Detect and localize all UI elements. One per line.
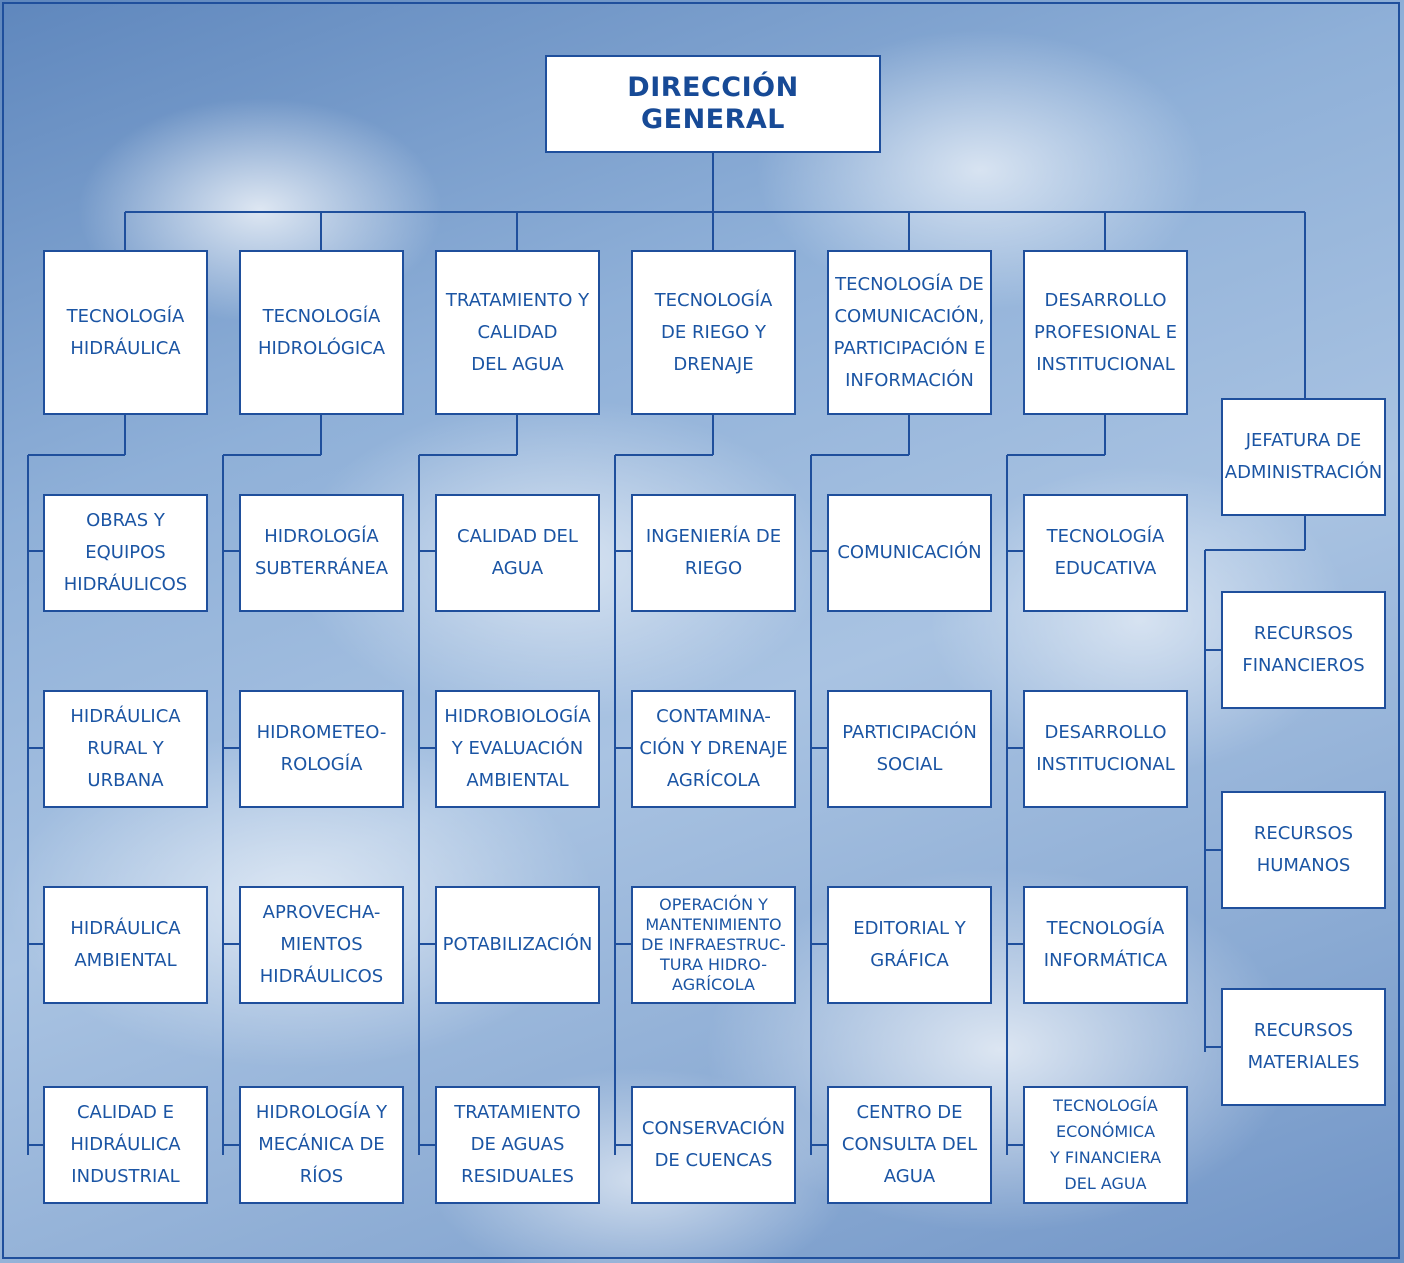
- box-unit-desarrollo-profesional: DESARROLLO PROFESIONAL E INSTITUCIONAL: [1023, 250, 1188, 415]
- box-sub-hidrologia-mecanica-rios: HIDROLOGÍA Y MECÁNICA DE RÍOS: [239, 1086, 404, 1204]
- box-sub-tecnologia-educativa: TECNOLOGÍA EDUCATIVA: [1023, 494, 1188, 612]
- box-sub-hidrometeorologia: HIDROMETEO- ROLOGÍA: [239, 690, 404, 808]
- box-unit-jefatura-administracion: JEFATURA DE ADMINISTRACIÓN: [1221, 398, 1386, 516]
- box-sub-hidrologia-subterranea: HIDROLOGÍA SUBTERRÁNEA: [239, 494, 404, 612]
- box-direccion-general: DIRECCIÓN GENERAL: [545, 55, 881, 153]
- box-unit-tecnologia-hidraulica: TECNOLOGÍA HIDRÁULICA: [43, 250, 208, 415]
- box-unit-tratamiento-calidad-agua: TRATAMIENTO Y CALIDAD DEL AGUA: [435, 250, 600, 415]
- box-sub-participacion-social: PARTICIPACIÓN SOCIAL: [827, 690, 992, 808]
- box-sub-tecnologia-economica: TECNOLOGÍA ECONÓMICA Y FINANCIERA DEL AG…: [1023, 1086, 1188, 1204]
- box-sub-recursos-financieros: RECURSOS FINANCIEROS: [1221, 591, 1386, 709]
- box-sub-obras-equipos: OBRAS Y EQUIPOS HIDRÁULICOS: [43, 494, 208, 612]
- box-sub-hidraulica-rural-urbana: HIDRÁULICA RURAL Y URBANA: [43, 690, 208, 808]
- box-sub-recursos-humanos: RECURSOS HUMANOS: [1221, 791, 1386, 909]
- box-unit-tecnologia-hidrologica: TECNOLOGÍA HIDROLÓGICA: [239, 250, 404, 415]
- box-sub-hidraulica-ambiental: HIDRÁULICA AMBIENTAL: [43, 886, 208, 1004]
- box-sub-centro-consulta: CENTRO DE CONSULTA DEL AGUA: [827, 1086, 992, 1204]
- box-sub-recursos-materiales: RECURSOS MATERIALES: [1221, 988, 1386, 1106]
- box-sub-desarrollo-institucional: DESARROLLO INSTITUCIONAL: [1023, 690, 1188, 808]
- box-sub-ingenieria-riego: INGENIERÍA DE RIEGO: [631, 494, 796, 612]
- box-unit-tecnologia-comunicacion: TECNOLOGÍA DE COMUNICACIÓN, PARTICIPACIÓ…: [827, 250, 992, 415]
- box-sub-contaminacion-drenaje: CONTAMINA- CIÓN Y DRENAJE AGRÍCOLA: [631, 690, 796, 808]
- box-sub-calidad-hidraulica-industrial: CALIDAD E HIDRÁULICA INDUSTRIAL: [43, 1086, 208, 1204]
- box-sub-comunicacion: COMUNICACIÓN: [827, 494, 992, 612]
- box-sub-tecnologia-informatica: TECNOLOGÍA INFORMÁTICA: [1023, 886, 1188, 1004]
- box-sub-conservacion-cuencas: CONSERVACIÓN DE CUENCAS: [631, 1086, 796, 1204]
- box-sub-calidad-del-agua: CALIDAD DEL AGUA: [435, 494, 600, 612]
- box-sub-hidrobiologia: HIDROBIOLOGÍA Y EVALUACIÓN AMBIENTAL: [435, 690, 600, 808]
- box-sub-potabilizacion: POTABILIZACIÓN: [435, 886, 600, 1004]
- box-sub-editorial-grafica: EDITORIAL Y GRÁFICA: [827, 886, 992, 1004]
- box-sub-tratamiento-aguas-residuales: TRATAMIENTO DE AGUAS RESIDUALES: [435, 1086, 600, 1204]
- box-unit-tecnologia-riego-drenaje: TECNOLOGÍA DE RIEGO Y DRENAJE: [631, 250, 796, 415]
- box-sub-operacion-mantenimiento: OPERACIÓN Y MANTENIMIENTO DE INFRAESTRUC…: [631, 886, 796, 1004]
- box-sub-aprovechamientos-hidraulicos: APROVECHA- MIENTOS HIDRÁULICOS: [239, 886, 404, 1004]
